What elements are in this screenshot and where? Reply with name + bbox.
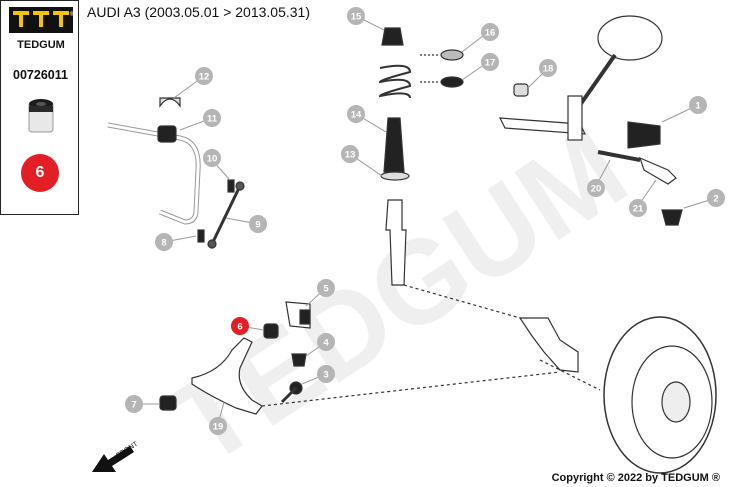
callout-9[interactable]: 9	[249, 215, 267, 233]
callout-12[interactable]: 12	[195, 67, 213, 85]
callout-1[interactable]: 1	[689, 96, 707, 114]
svg-text:11: 11	[207, 114, 218, 125]
svg-text:20: 20	[591, 184, 602, 195]
svg-text:21: 21	[633, 204, 644, 215]
callout-14[interactable]: 14	[347, 105, 365, 123]
svg-text:15: 15	[351, 12, 362, 23]
svg-text:6: 6	[237, 322, 242, 333]
svg-text:®: ®	[70, 11, 73, 18]
callout-11[interactable]: 11	[203, 109, 221, 127]
svg-text:14: 14	[351, 110, 362, 121]
copyright-text: Copyright © 2022 by TEDGUM ®	[551, 472, 720, 484]
callout-4[interactable]: 4	[317, 333, 335, 351]
svg-text:19: 19	[213, 422, 224, 433]
callout-10[interactable]: 10	[203, 149, 221, 167]
part-number: 00726011	[13, 68, 68, 82]
svg-text:10: 10	[207, 154, 218, 165]
svg-text:4: 4	[323, 338, 329, 349]
callout-6-selected[interactable]: 6	[231, 317, 249, 335]
callout-20[interactable]: 20	[587, 179, 605, 197]
callout-15[interactable]: 15	[347, 7, 365, 25]
callout-5[interactable]: 5	[317, 279, 335, 297]
callout-18[interactable]: 18	[539, 59, 557, 77]
callout-8[interactable]: 8	[155, 233, 173, 251]
svg-text:16: 16	[485, 28, 496, 39]
callout-badges: 1 2 3 4 5 6 7 8 9 10 11 12 13 14 15 16 1…	[125, 7, 725, 435]
svg-text:2: 2	[713, 194, 718, 205]
callout-16[interactable]: 16	[481, 23, 499, 41]
callout-19[interactable]: 19	[209, 417, 227, 435]
svg-text:8: 8	[161, 238, 166, 249]
callout-2[interactable]: 2	[707, 189, 725, 207]
vehicle-title: AUDI A3 (2003.05.01 > 2013.05.31)	[87, 4, 310, 20]
callout-17[interactable]: 17	[481, 53, 499, 71]
svg-text:9: 9	[255, 220, 260, 231]
svg-text:3: 3	[323, 370, 328, 381]
svg-text:12: 12	[199, 72, 210, 83]
tedgum-logo: TEDGUM ®	[9, 7, 73, 51]
svg-text:13: 13	[345, 150, 356, 161]
front-direction-arrow: FRONT	[92, 440, 140, 472]
bushing-thumbnail	[28, 99, 54, 133]
callout-21[interactable]: 21	[629, 199, 647, 217]
parts-linework	[107, 15, 717, 474]
selected-position-badge: 6	[21, 154, 59, 192]
part-info-panel: TEDGUM ® 00726011 6	[0, 0, 79, 215]
callout-13[interactable]: 13	[341, 145, 359, 163]
callout-7[interactable]: 7	[125, 395, 143, 413]
svg-text:18: 18	[543, 64, 554, 75]
logo-text: TEDGUM	[17, 39, 65, 51]
svg-text:5: 5	[323, 284, 329, 295]
front-label: FRONT	[115, 440, 140, 459]
svg-text:7: 7	[131, 400, 136, 411]
svg-text:1: 1	[695, 101, 701, 112]
callout-3[interactable]: 3	[317, 365, 335, 383]
svg-text:17: 17	[485, 58, 496, 69]
